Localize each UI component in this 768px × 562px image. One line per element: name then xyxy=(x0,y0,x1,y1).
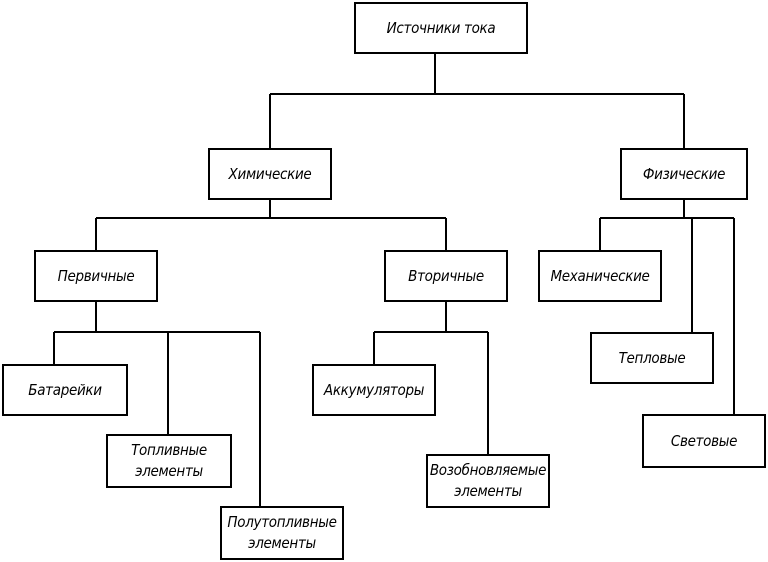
node-renewable-cells: Возобновляемые элементы xyxy=(426,454,550,508)
node-label: Батарейки xyxy=(28,380,102,399)
node-label: Механические xyxy=(550,266,650,285)
node-batteries: Батарейки xyxy=(2,364,128,416)
node-label-line2: элементы xyxy=(135,462,203,480)
node-label: Аккумуляторы xyxy=(323,380,425,399)
node-fuel-cells: Топливные элементы xyxy=(106,434,232,488)
node-light: Световые xyxy=(642,414,766,468)
node-label: Источники тока xyxy=(386,18,496,37)
node-label-line1: Возобновляемые xyxy=(429,461,547,479)
node-label: Вторичные xyxy=(408,266,484,285)
node-label-line1: Полутопливные xyxy=(227,513,337,531)
node-accumulators: Аккумуляторы xyxy=(312,364,436,416)
node-primary: Первичные xyxy=(34,250,158,302)
node-label: Физические xyxy=(642,164,726,183)
node-current-sources: Источники тока xyxy=(354,2,528,54)
node-label: Световые xyxy=(670,431,738,450)
node-label: Химические xyxy=(228,164,312,183)
node-semi-fuel-cells: Полутопливные элементы xyxy=(220,506,344,560)
node-physical: Физические xyxy=(620,148,748,200)
node-mechanical: Механические xyxy=(538,250,662,302)
node-label: Первичные xyxy=(57,266,135,285)
node-label-line2: элементы xyxy=(248,534,316,552)
node-chemical: Химические xyxy=(208,148,332,200)
node-label-line2: элементы xyxy=(454,482,522,500)
node-label-line1: Топливные xyxy=(131,441,207,459)
node-secondary: Вторичные xyxy=(384,250,508,302)
node-label: Тепловые xyxy=(618,348,686,367)
node-thermal: Тепловые xyxy=(590,332,714,384)
